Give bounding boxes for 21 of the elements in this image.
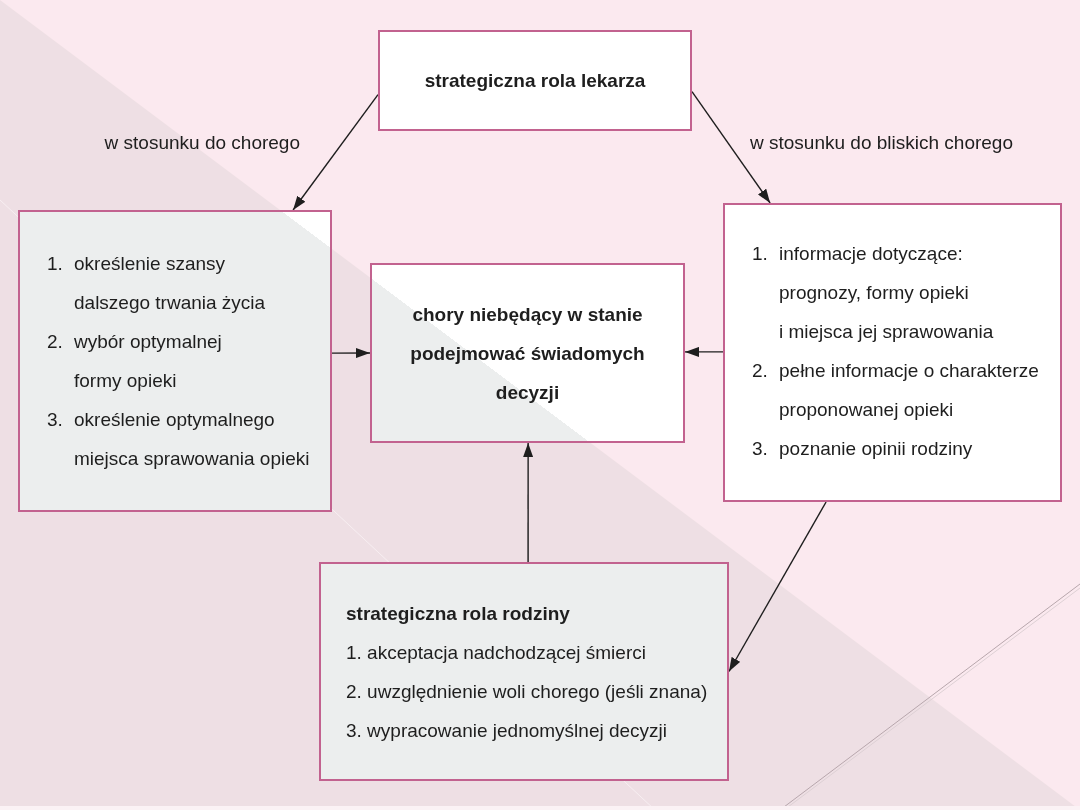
list-item: 3. wypracowanie jednomyślnej decyzji — [346, 718, 669, 743]
list-item: 3. poznanie opinii rodziny — [752, 436, 974, 461]
edge-label: w stosunku do chorego — [104, 131, 300, 155]
arrow — [684, 346, 724, 357]
list-item: 3. określenie optymalnego miejsca sprawowania opieki — [47, 408, 311, 471]
arrow — [331, 348, 371, 359]
box-title: strategiczna rola lekarza — [423, 69, 647, 93]
list-box — [319, 562, 729, 781]
edge-label: w stosunku do bliskich chorego — [750, 131, 1013, 155]
list-item: 2. uwzględnienie woli chorego (jeśli znana) — [346, 679, 709, 704]
role-box — [378, 30, 692, 131]
arrow — [292, 93, 379, 211]
arrow — [728, 501, 827, 673]
arrow — [691, 90, 771, 204]
list-item: 1. akceptacja nadchodzącej śmierci — [346, 640, 647, 665]
box-heading: strategiczna rola rodziny — [346, 601, 571, 626]
patient-box — [370, 263, 685, 443]
list-box — [723, 203, 1062, 502]
arrow — [523, 442, 534, 563]
list-box — [18, 210, 332, 512]
box-title: chory niebędący w stanie podejmować świadomych decyzji — [409, 302, 646, 405]
